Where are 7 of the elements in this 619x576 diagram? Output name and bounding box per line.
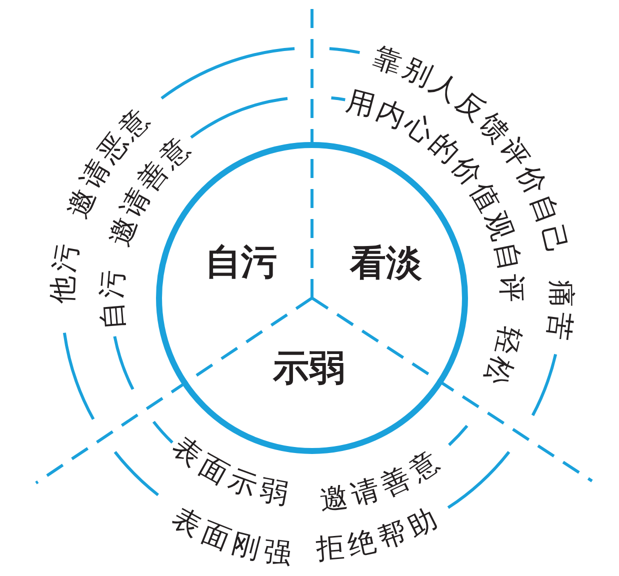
arc-label: 痛苦 — [542, 280, 579, 346]
sector-label: 自污 — [205, 244, 277, 280]
sector-label: 示弱 — [273, 350, 345, 386]
arc-label: 自污 — [94, 264, 130, 332]
arc-label: 他污 — [45, 238, 84, 304]
arc-label: 轻松 — [477, 324, 528, 394]
sector-label: 看淡 — [350, 245, 422, 281]
